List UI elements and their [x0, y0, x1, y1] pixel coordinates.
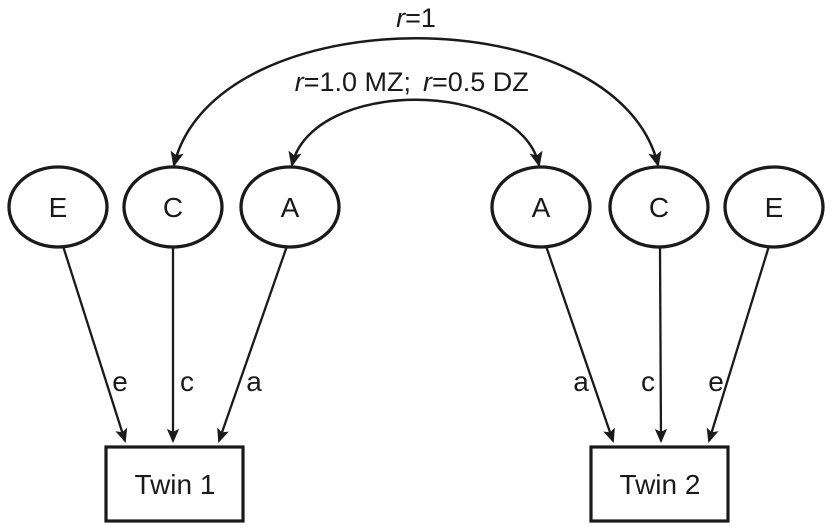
coef-c-twin1-label: c — [180, 366, 194, 397]
twin2-box — [589, 445, 730, 523]
path-a-twin2 — [544, 245, 615, 444]
aa-label-value-dz: =0.5 DZ — [432, 67, 529, 97]
coef-a-twin2-label: a — [573, 366, 589, 397]
latent-E-twin1 — [7, 165, 109, 249]
aa-correlation-label-dz: r=0.5 DZ — [423, 67, 529, 97]
path-e-twin2 — [706, 245, 771, 444]
latent-A-twin2 — [490, 165, 592, 249]
cc-correlation-arc — [170, 37, 662, 168]
latent-E-twin1-label: E — [49, 192, 68, 223]
latent-C-twin1-label: C — [163, 192, 183, 223]
path-e-twin1 — [61, 245, 128, 444]
path-a-twin1 — [217, 245, 289, 444]
aa-correlation-arc — [288, 98, 543, 168]
aa-correlation-label-mz: r=1.0 MZ; — [295, 67, 411, 97]
twin1-box — [104, 445, 245, 523]
aa-label-value-mz: =1.0 MZ; — [304, 67, 411, 97]
twin2-label: Twin 2 — [620, 469, 701, 500]
twin1-label: Twin 1 — [135, 469, 216, 500]
latent-A-twin2-label: A — [532, 192, 551, 223]
coef-c-twin2-label: c — [641, 366, 655, 397]
aa-label-r-mz: r — [295, 67, 305, 97]
latent-E-twin2 — [723, 165, 825, 249]
latent-E-twin2-label: E — [765, 192, 784, 223]
latent-C-twin2-label: C — [649, 192, 669, 223]
cc-label-r: r — [396, 3, 406, 33]
path-c-twin2 — [654, 246, 668, 444]
latent-A-twin1 — [239, 165, 341, 249]
coef-a-twin1-label: a — [246, 366, 262, 397]
aa-label-r-dz: r — [423, 67, 433, 97]
cc-label-value: =1 — [405, 3, 436, 33]
latent-A-twin1-label: A — [281, 192, 300, 223]
cc-correlation-label: r=1 — [396, 3, 436, 33]
coef-e-twin1-label: e — [112, 366, 128, 397]
coef-e-twin2-label: e — [708, 366, 724, 397]
latent-C-twin2 — [608, 165, 710, 249]
